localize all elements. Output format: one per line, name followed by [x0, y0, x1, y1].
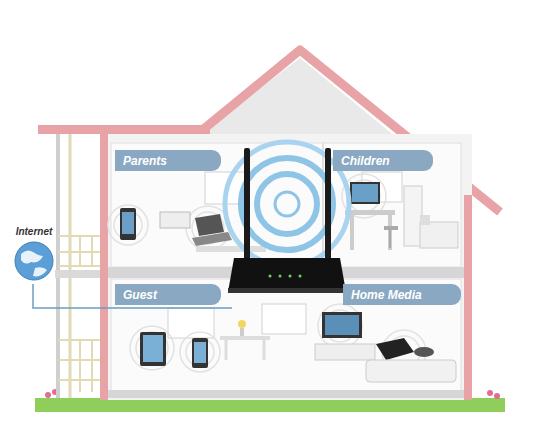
room-label: Home Media: [343, 284, 461, 305]
room-name: Children: [341, 153, 390, 170]
room-name: Parents: [123, 153, 167, 170]
internet-label: Internet: [8, 226, 60, 238]
room-label: Children: [333, 150, 433, 171]
room-label: Guest: [115, 284, 221, 305]
room-label: Parents: [115, 150, 221, 171]
room-name: Home Media: [351, 287, 422, 304]
globe-icon: [13, 240, 55, 282]
internet-globe: Internet: [8, 226, 60, 282]
room-name: Guest: [123, 287, 157, 304]
